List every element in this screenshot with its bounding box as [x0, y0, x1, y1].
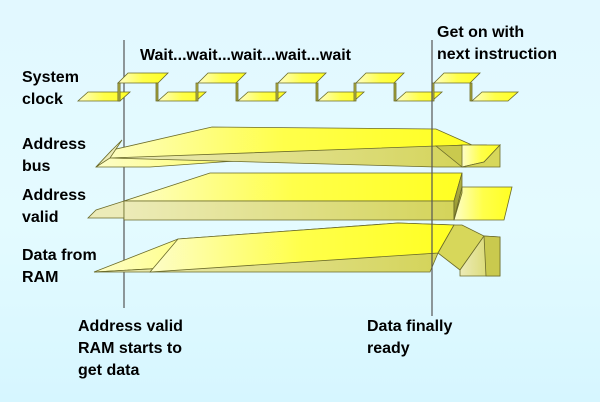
- system-clock-waveform: [76, 72, 520, 102]
- address-valid-waveform: [87, 172, 513, 221]
- address-bus-waveform: [95, 126, 501, 168]
- wait-caption: Wait...wait...wait...wait...wait: [140, 47, 351, 64]
- data-from-ram-waveform: [93, 222, 501, 277]
